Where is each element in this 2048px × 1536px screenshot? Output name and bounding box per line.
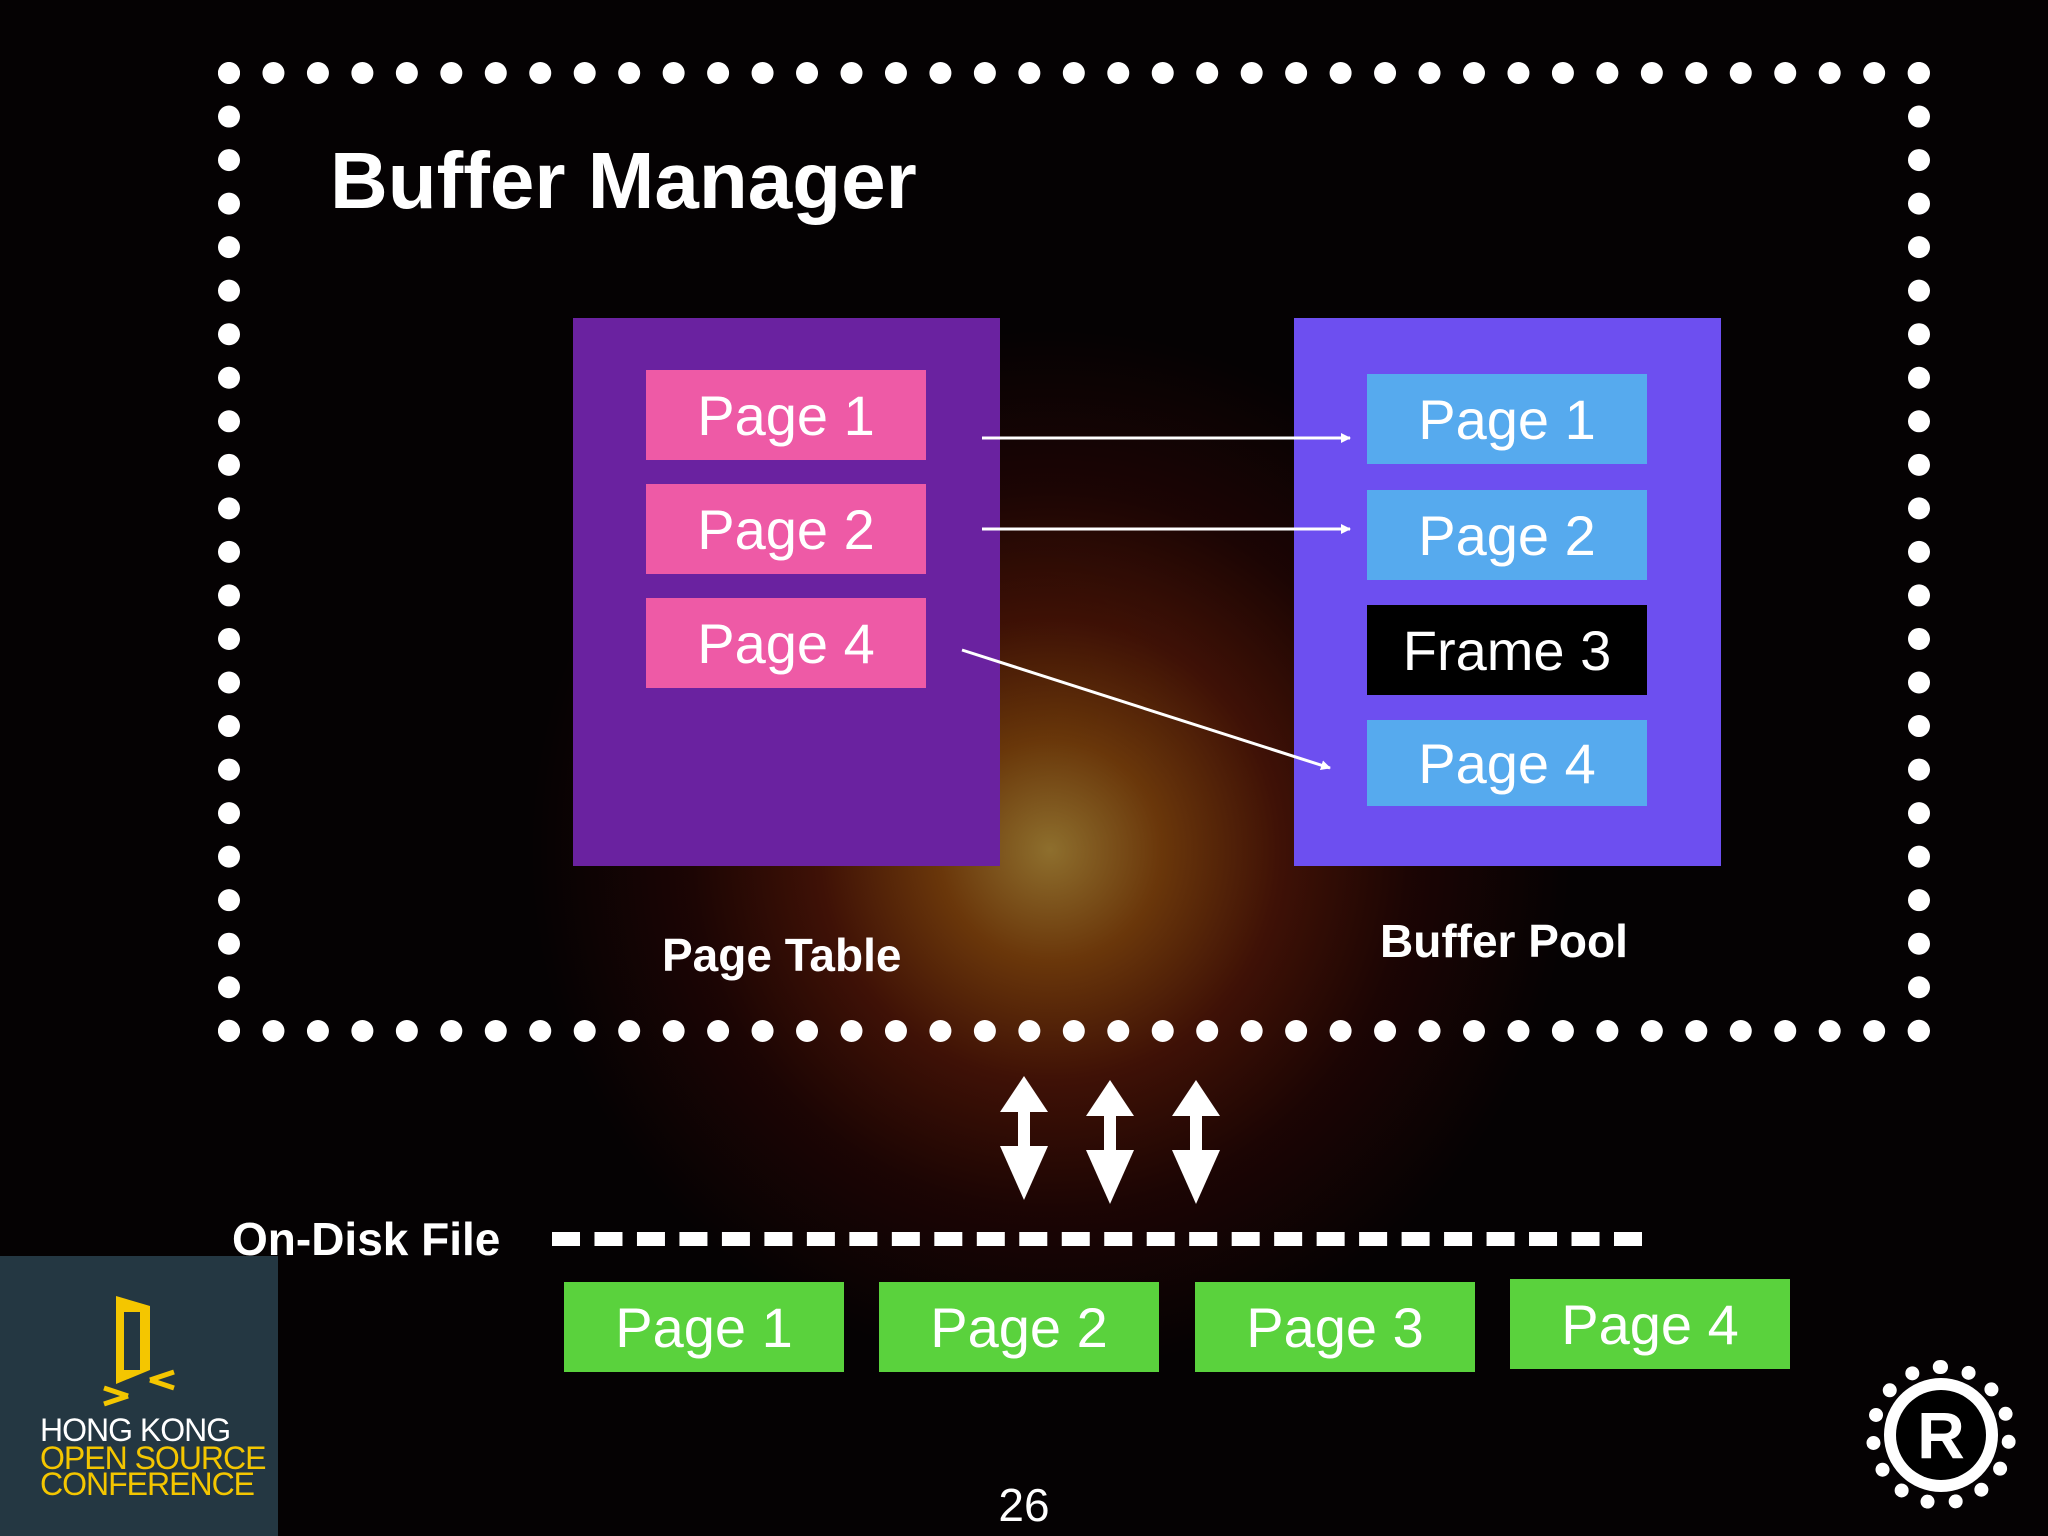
buffer-pool-caption: Buffer Pool	[1380, 915, 1628, 967]
disk-page: Page 4	[1510, 1279, 1790, 1369]
disk-page: Page 3	[1195, 1282, 1475, 1372]
disk-transfer-arrow	[1000, 1076, 1048, 1200]
buffer-manager-boundary	[218, 62, 1930, 1042]
rust-logo-icon: R	[1866, 1360, 2016, 1510]
conference-name-line2: OPEN SOURCE	[40, 1440, 266, 1476]
buffer-pool-frame: Page 2	[1367, 490, 1647, 580]
disk-page: Page 1	[564, 1282, 844, 1372]
on-disk-file-divider	[552, 1232, 1642, 1246]
conference-name-line1: HONG KONG	[40, 1412, 231, 1448]
page-table-caption: Page Table	[662, 929, 902, 981]
page-table-entry: Page 2	[646, 484, 926, 574]
mapping-arrow	[961, 648, 1331, 771]
rust-logo-letter: R	[1896, 1390, 1986, 1480]
buffer-pool-frame: Page 4	[1367, 720, 1647, 806]
page-number: 26	[998, 1479, 1050, 1531]
buffer-pool-empty-frame: Frame 3	[1367, 605, 1647, 695]
slide-title: Buffer Manager	[330, 136, 917, 225]
disk-transfer-arrow	[1086, 1080, 1134, 1204]
page-table-entry: Page 4	[646, 598, 926, 688]
disk-transfer-arrow	[1172, 1080, 1220, 1204]
buffer-pool-frame: Page 1	[1367, 374, 1647, 464]
page-table-entry: Page 1	[646, 370, 926, 460]
disk-page: Page 2	[879, 1282, 1159, 1372]
conference-name-line3: CONFERENCE	[40, 1466, 255, 1502]
